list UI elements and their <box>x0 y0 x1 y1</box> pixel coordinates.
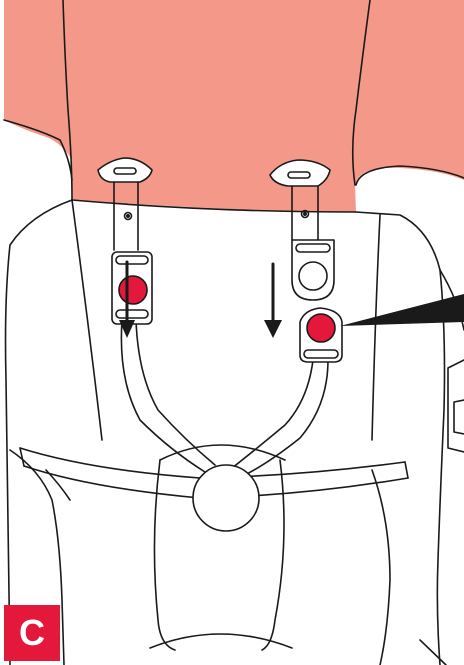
lap-belt-right-end <box>405 462 408 478</box>
right-side-bracket <box>448 360 464 452</box>
callout-pointer <box>340 294 464 326</box>
right-rivet-dot <box>304 213 306 215</box>
headrest-cushion <box>4 0 464 212</box>
seat-pad-right <box>262 460 284 650</box>
left-rivet-dot <box>127 215 129 217</box>
right-release-button <box>307 314 335 342</box>
right-pull-arrow <box>264 264 282 338</box>
left-shoulder-strap <box>121 320 215 472</box>
left-release-button <box>119 276 147 304</box>
seat-back-right <box>356 212 445 665</box>
left-wing <box>72 200 102 440</box>
right-wing-inner <box>372 215 380 440</box>
right-lower-edge <box>420 640 446 665</box>
right-leg-outline <box>372 470 390 665</box>
seat-pad-bottom <box>150 634 292 648</box>
right-side-slot <box>454 400 464 434</box>
seat-pad-top <box>160 445 285 460</box>
seat-pad-left <box>154 460 175 650</box>
step-badge-label: C <box>4 605 60 661</box>
harness-buckle <box>193 465 259 531</box>
right-upper-slider <box>292 240 334 300</box>
